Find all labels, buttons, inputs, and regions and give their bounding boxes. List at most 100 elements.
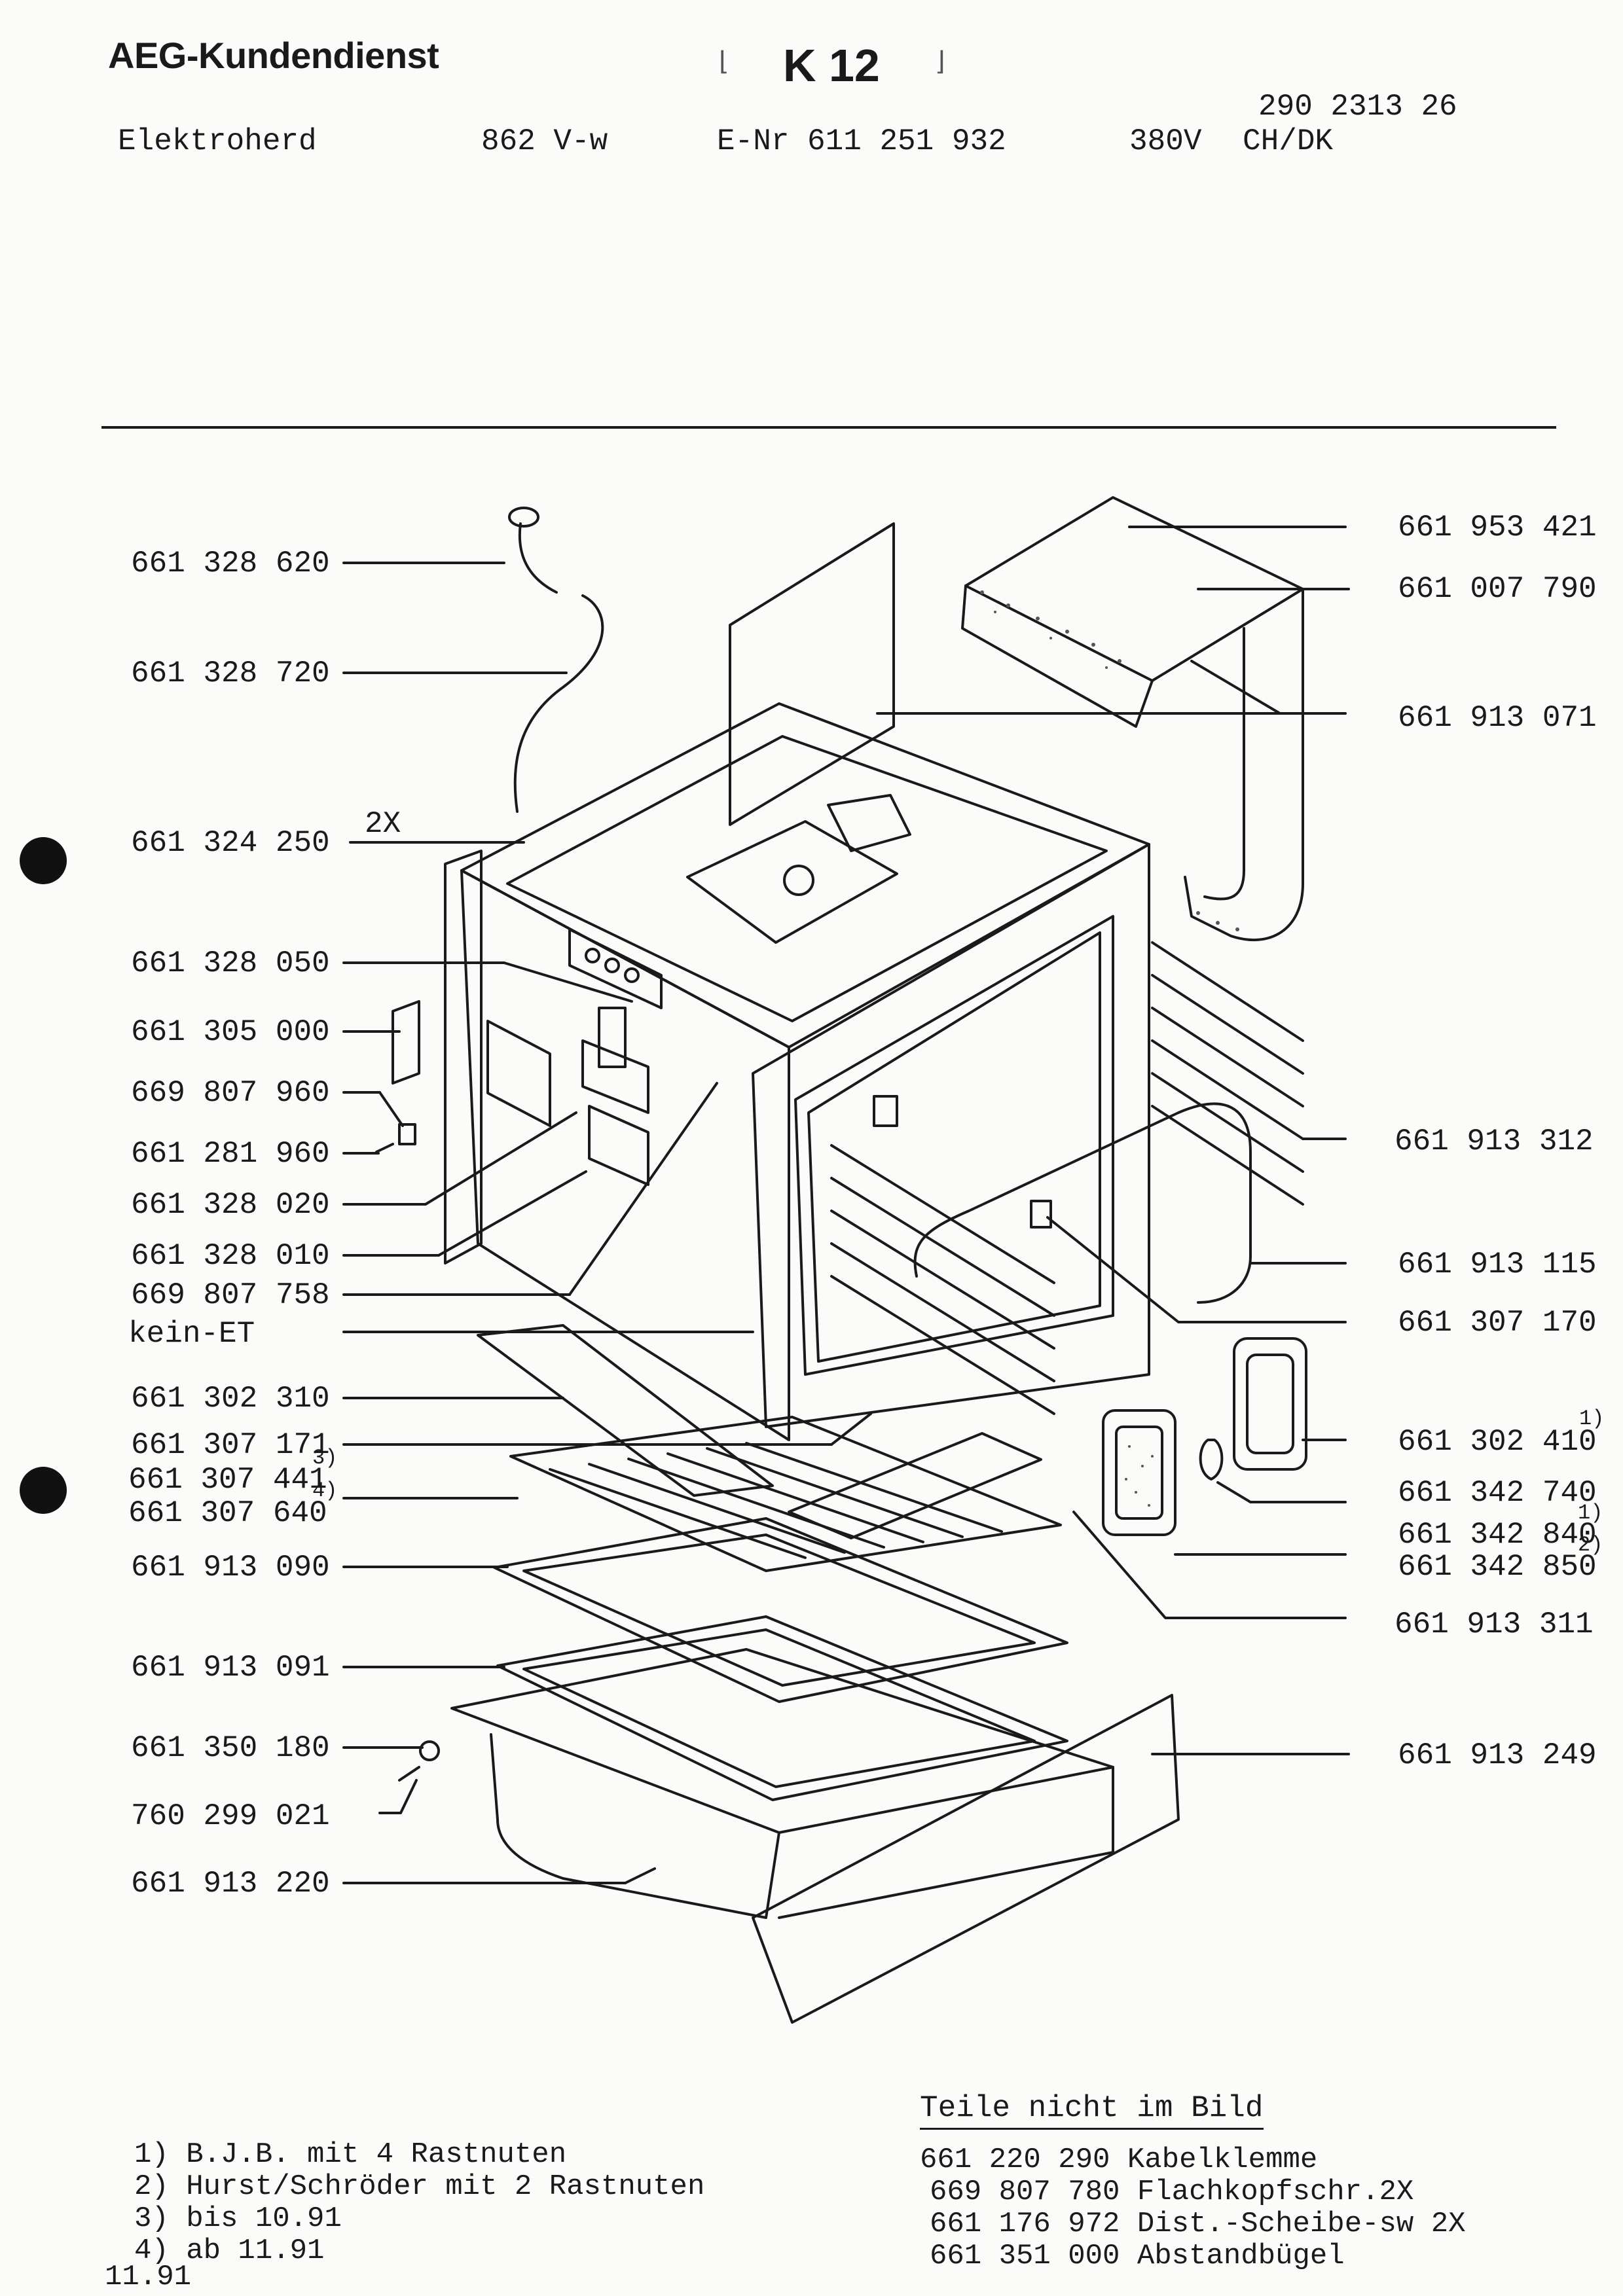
lamp-bulb [1199, 1439, 1224, 1480]
parts-not-shown-item: 669 807 780 Flachkopfschr.2X [930, 2176, 1414, 2208]
punch-hole-mark-bottom [20, 1467, 67, 1514]
part-label: 661 281 960 [131, 1137, 330, 1171]
part-label: 661 342 740 [1398, 1476, 1597, 1510]
part-label: 661 305 000 [131, 1015, 330, 1049]
part-label: 661 302 310 [131, 1382, 330, 1416]
part-label: 661 913 090 [131, 1551, 330, 1585]
sheet-code: K 12 [783, 40, 880, 91]
housing-left-wall [460, 869, 790, 1441]
hinge-plate [392, 1000, 420, 1085]
thermostat [598, 1007, 627, 1068]
footnote-3: 3) bis 10.91 [134, 2202, 342, 2235]
hose-cap [508, 507, 539, 528]
product-name: Elektroherd [118, 124, 317, 158]
lamp-cover-glass [1115, 1426, 1163, 1520]
part-label: 661 913 220 [131, 1867, 330, 1901]
part-label: 661 342 840 [1398, 1518, 1597, 1552]
screw-small [398, 1123, 416, 1145]
part-label: 661 350 180 [131, 1731, 330, 1765]
rail-left [477, 1324, 774, 1497]
side-rack-inner [830, 1144, 1055, 1415]
part-label: 760 299 021 [131, 1799, 330, 1833]
part-label: kein-ET [128, 1317, 255, 1351]
grid-shelf-bars [549, 1442, 1003, 1559]
part-label: 661 913 071 [1398, 701, 1597, 735]
model-number: 862 V-w [481, 124, 608, 158]
part-label: 661 328 010 [131, 1239, 330, 1273]
part-label: 661 307 441 [128, 1463, 327, 1497]
insulation-wrap [1184, 588, 1304, 942]
drawer-front [752, 1694, 1180, 2024]
leader-lines-right [876, 526, 1350, 1755]
footnote-marker: 4) [312, 1479, 338, 1503]
part-label: 661 913 115 [1398, 1247, 1597, 1282]
hose-lower [513, 594, 604, 813]
rail-right [788, 1432, 1042, 1539]
footnote-4: 4) ab 11.91 [134, 2234, 325, 2267]
front-frame [752, 843, 1150, 1428]
header-rule [101, 426, 1556, 429]
part-label: 661 307 171 [131, 1428, 330, 1462]
part-label: 661 913 249 [1398, 1738, 1597, 1772]
drawer-top [450, 1648, 1114, 1834]
heating-element [913, 1102, 1252, 1304]
insulation-texture [980, 590, 1239, 1507]
insulation-wrap-inner [1203, 627, 1245, 901]
parts-not-shown-title: Teile nicht im Bild [920, 2091, 1264, 2130]
e-number: E-Nr 611 251 932 [717, 124, 1006, 158]
terminal-block [486, 1020, 551, 1127]
country-code: CH/DK [1243, 124, 1334, 158]
parts-not-shown-item: 661 351 000 Abstandbügel [930, 2240, 1345, 2272]
baking-tray [493, 1517, 1068, 1703]
hose-upper [518, 522, 558, 594]
part-label: 661 913 312 [1395, 1124, 1594, 1158]
punch-hole-mark-top [20, 837, 67, 884]
socket-plate [581, 1039, 649, 1114]
side-rack-right [1151, 941, 1304, 1206]
part-label: 661 007 790 [1398, 572, 1597, 606]
footer-date: 11.91 [105, 2261, 192, 2293]
drip-pan [496, 1615, 1068, 1801]
part-label: 661 953 421 [1398, 511, 1597, 545]
fan-bracket [827, 794, 911, 852]
fan-plate [686, 820, 898, 944]
part-label: 661 302 410 [1398, 1425, 1597, 1459]
brand-title: AEG-Kundendienst [108, 35, 439, 76]
part-label: 661 913 091 [131, 1651, 330, 1685]
front-opening [794, 915, 1114, 1376]
doc-number: 290 2313 26 [1258, 90, 1457, 124]
quantity-mark: 2X [365, 807, 401, 841]
part-label: 661 913 311 [1395, 1607, 1594, 1641]
switch-panel [568, 928, 663, 1009]
part-label: 661 328 050 [131, 946, 330, 980]
back-wall-panel [729, 522, 895, 826]
bracket-left-icon: ⌊ [719, 46, 729, 76]
housing-top-inner [506, 735, 1108, 1022]
parts-not-shown-item: 661 176 972 Dist.-Scheibe-sw 2X [930, 2208, 1466, 2240]
lamp-holder [1233, 1337, 1307, 1471]
drawer-screw [419, 1740, 440, 1761]
fan-hub [783, 865, 814, 896]
bracket-right-icon: ⌋ [935, 46, 945, 76]
part-label: 661 328 620 [131, 547, 330, 581]
parts-not-shown-item: 661 220 290 Kabelklemme [920, 2144, 1318, 2176]
side-strip-left [444, 850, 483, 1265]
catch-clip [873, 1095, 898, 1127]
lamp-holder-inner [1246, 1354, 1294, 1454]
footnote-2: 2) Hurst/Schröder mit 2 Rastnuten [134, 2170, 705, 2203]
lamp-clip [1030, 1200, 1052, 1229]
leader-lines-left [342, 562, 872, 1884]
footnote-marker: 1) [1579, 1407, 1605, 1431]
lamp-cover [1102, 1409, 1176, 1536]
socket-plate-2 [588, 1105, 649, 1186]
footnote-1: 1) B.J.B. mit 4 Rastnuten [134, 2138, 567, 2171]
part-label: 669 807 758 [131, 1278, 330, 1312]
drawer-body [490, 1733, 780, 1919]
front-opening-inner [807, 931, 1101, 1363]
part-label: 661 307 640 [128, 1496, 327, 1530]
part-label: 661 342 850 [1398, 1550, 1597, 1584]
baking-tray-inner [522, 1534, 1036, 1687]
footnote-marker: 2) [1578, 1533, 1603, 1557]
